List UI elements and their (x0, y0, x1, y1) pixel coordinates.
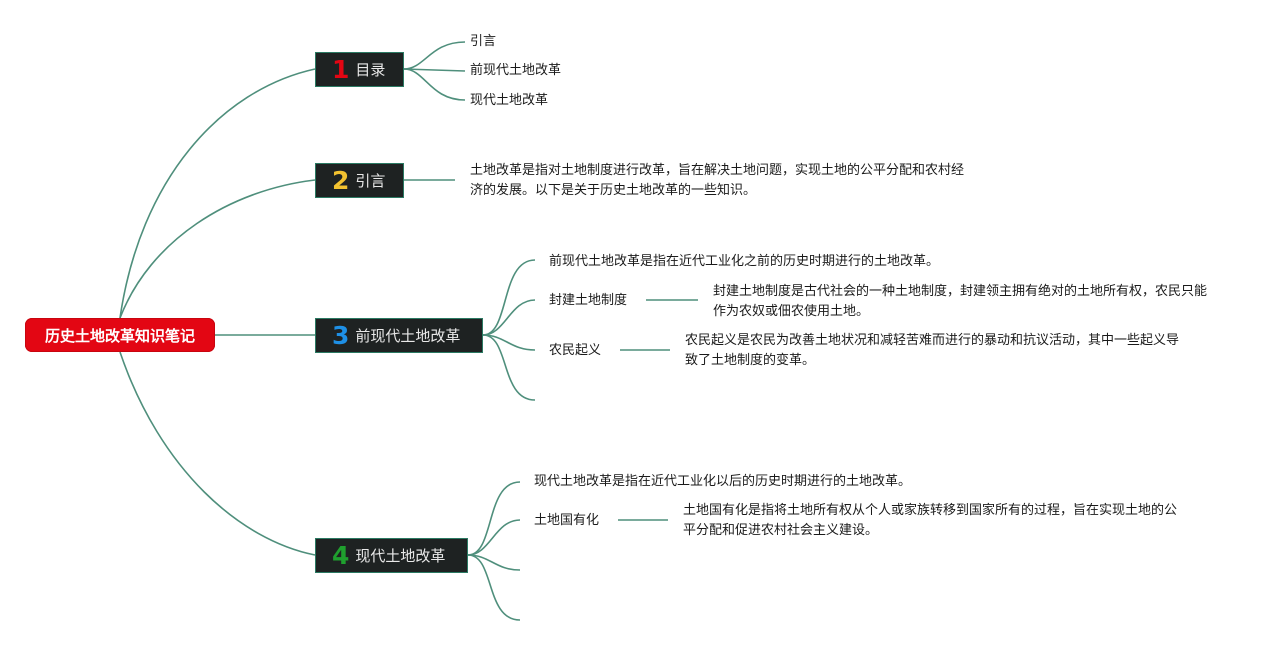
branch-label: 目录 (355, 61, 386, 79)
root-label: 历史土地改革知识笔记 (44, 326, 195, 345)
branch-intro[interactable]: 2 引言 (315, 163, 404, 198)
root-topic[interactable]: 历史土地改革知识笔记 (25, 318, 215, 352)
branch-number-4: 4 (332, 541, 350, 570)
topic-peasant-uprising[interactable]: 农民起义 (549, 343, 602, 358)
branch-label: 前现代土地改革 (355, 327, 461, 345)
topic-land-nationalization[interactable]: 土地国有化 (534, 513, 600, 528)
branch-modern[interactable]: 4 现代土地改革 (315, 538, 468, 573)
branch-number-3: 3 (332, 321, 350, 350)
branch-toc[interactable]: 1 目录 (315, 52, 404, 87)
peasant-uprising-detail: 农民起义是农民为改善土地状况和减轻苦难而进行的暴动和抗议活动，其中一些起义导致了… (685, 333, 1180, 368)
branch-label: 现代土地改革 (355, 547, 446, 565)
feudal-land-system-detail: 封建土地制度是古代社会的一种土地制度，封建领主拥有绝对的土地所有权，农民只能作为… (713, 284, 1208, 319)
toc-item-modern[interactable]: 现代土地改革 (470, 93, 549, 108)
land-nationalization-detail: 土地国有化是指将土地所有权从个人或家族转移到国家所有的过程，旨在实现土地的公平分… (683, 503, 1178, 538)
branch-number-2: 2 (332, 166, 350, 195)
topic-feudal-land-system[interactable]: 封建土地制度 (549, 293, 628, 308)
branch-premodern[interactable]: 3 前现代土地改革 (315, 318, 483, 353)
toc-item-premodern[interactable]: 前现代土地改革 (470, 63, 562, 78)
toc-item-intro[interactable]: 引言 (470, 34, 497, 49)
modern-definition[interactable]: 现代土地改革是指在近代工业化以后的历史时期进行的土地改革。 (534, 474, 912, 489)
intro-description: 土地改革是指对土地制度进行改革，旨在解决土地问题，实现土地的公平分配和农村经济的… (470, 163, 965, 198)
premodern-definition[interactable]: 前现代土地改革是指在近代工业化之前的历史时期进行的土地改革。 (549, 254, 940, 269)
branch-label: 引言 (355, 172, 386, 190)
branch-number-1: 1 (332, 55, 350, 84)
